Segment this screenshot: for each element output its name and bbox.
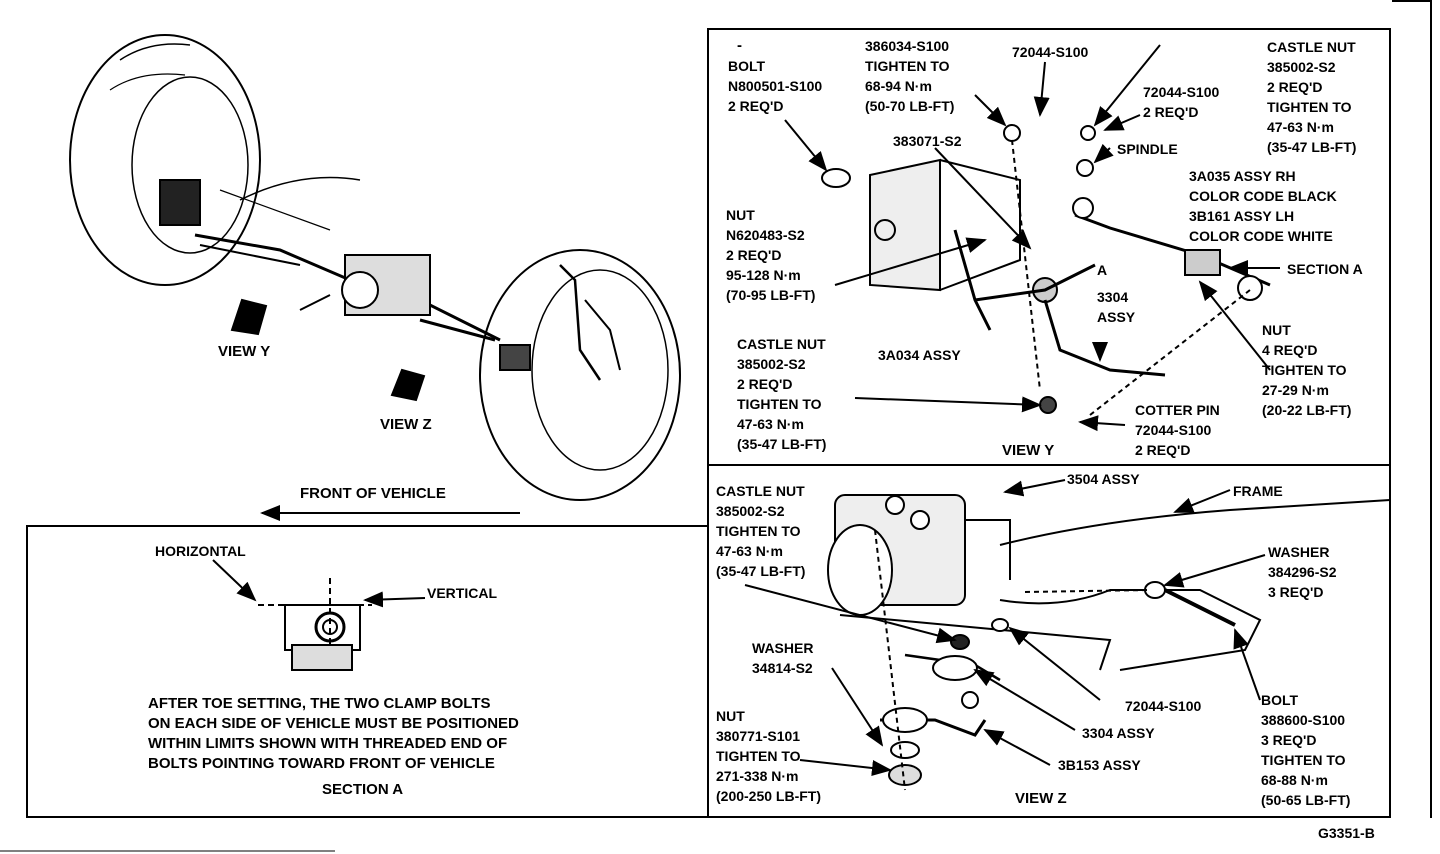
view-z-drawing [744,479,1391,791]
outer-frame-top [1392,0,1432,818]
horizontal-label: HORIZONTAL [155,543,246,559]
assy-3a034-label: 3A034 ASSY [878,347,961,363]
clamp-bolt [314,611,346,643]
view-y-label: VIEW Y [218,343,271,360]
view-y-arrow [230,298,268,336]
bolt-388600 [1164,588,1236,627]
stud-3b153 [961,691,979,709]
assy-3b153-label: 3B153 ASSY [1058,757,1141,773]
part-386034-label: 386034-S100 TIGHTEN TO 68-94 N·m (50-70 … [865,38,955,114]
nut-380771-label: NUT 380771-S101 TIGHTEN TO 271-338 N·m (… [716,708,822,804]
bolt-388600-label: BOLT 388600-S100 3 REQ'D TIGHTEN TO 68-8… [1261,692,1351,808]
left-wheel [69,34,261,286]
nut-n620483-label: NUT N620483-S2 2 REQ'D 95-128 N·m (70-95… [726,207,816,303]
spindle-part [1076,159,1094,177]
part-72044-top-label: 72044-S100 [1012,44,1089,60]
section-a-drawing [212,559,426,671]
spindle-label: SPINDLE [1117,141,1178,157]
front-of-vehicle-label: FRONT OF VEHICLE [300,485,446,502]
toe-setting-note: AFTER TOE SETTING, THE TWO CLAMP BOLTS O… [148,695,519,772]
washer-34814 [890,741,920,759]
section-a-panel [26,525,709,818]
left-knuckle [159,179,201,226]
castle-nut-z-label: CASTLE NUT 385002-S2 TIGHTEN TO 47-63 N·… [716,483,806,579]
bolt-n800501-label: BOLT N800501-S100 2 REQ'D [728,58,823,114]
assy-3304-y-label: 3304 ASSY [1097,289,1136,325]
frame-member [999,499,1391,546]
view-z-label: VIEW Z [380,416,432,433]
nut-4req-label: NUT 4 REQ'D TIGHTEN TO 27-29 N·m (20-22 … [1262,322,1352,418]
figure-id: G3351-B [1318,825,1375,841]
part-72044-2req-label: 72044-S100 2 REQ'D [1143,84,1220,120]
assy-3a035-label: 3A035 ASSY RH COLOR CODE BLACK 3B161 ASS… [1189,168,1337,244]
assy-3304-z-label: 3304 ASSY [1082,725,1155,741]
section-a-ref-label: SECTION A [1287,261,1363,277]
dash-mark: - [737,37,742,54]
castle-nut-right-label: CASTLE NUT 385002-S2 2 REQ'D TIGHTEN TO … [1267,39,1357,155]
frame-label: FRAME [1233,483,1283,499]
washer-34814-label: WASHER 34814-S2 [752,640,814,676]
cotter-pin-label: COTTER PIN 72044-S100 2 REQ'D [1135,402,1220,458]
vertical-label: VERTICAL [427,585,497,601]
view-z-arrow [390,368,426,402]
view-z-title: VIEW Z [1015,790,1067,807]
bolt-n800501 [821,168,851,188]
assy-3504-label: 3504 ASSY [1067,471,1140,487]
marker-a-label: A [1097,262,1108,278]
part-72044-z-label: 72044-S100 [1125,698,1202,714]
overview-drawing [69,34,681,521]
section-a-title: SECTION A [322,781,404,798]
view-y-drawing [784,44,1280,432]
right-wheel [479,249,681,501]
washer-384296-label: WASHER 384296-S2 3 REQ'D [1268,544,1337,600]
center-link-3304 [1043,299,1166,377]
castle-nut-left-label: CASTLE NUT 385002-S2 2 REQ'D TIGHTEN TO … [737,336,827,452]
part-383071-label: 383071-S2 [893,133,962,149]
view-y-title: VIEW Y [1002,442,1055,459]
